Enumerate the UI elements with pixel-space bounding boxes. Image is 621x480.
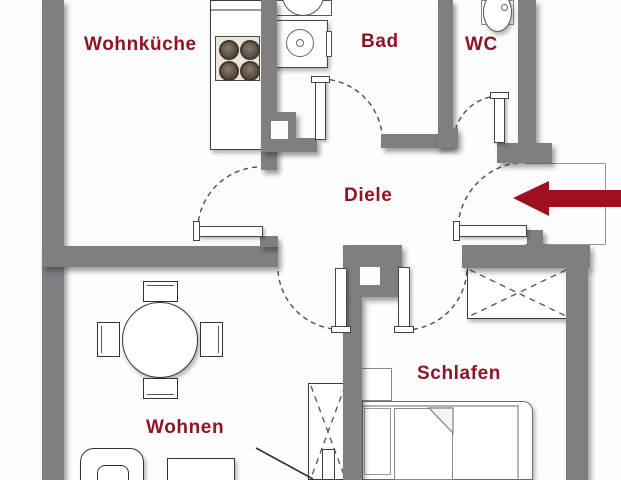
door-arc-wohnen	[277, 270, 335, 330]
door-arc-wohnkueche	[197, 166, 258, 225]
wall-segment	[42, 246, 278, 267]
wall-shaft-opening	[360, 267, 380, 285]
wall-segment	[497, 143, 552, 163]
stove-icon	[215, 36, 260, 81]
wall-segment	[343, 297, 362, 480]
door-arc-entrance	[457, 161, 526, 227]
dining-table	[122, 302, 198, 378]
door-arc-wc	[453, 95, 500, 139]
wall-jamb	[438, 128, 458, 148]
door-arc-schlafen	[403, 269, 468, 331]
wardrobe-x-line	[469, 269, 567, 317]
wall-jamb	[527, 230, 543, 247]
burner-icon	[240, 61, 260, 81]
chair	[97, 322, 120, 357]
wall-jamb	[260, 236, 278, 247]
room-label-schlafen: Schlafen	[417, 363, 501, 384]
door-hinge	[394, 326, 414, 333]
burner-icon	[240, 40, 260, 60]
wall-segment	[381, 134, 440, 148]
chair-backrest-line	[147, 394, 174, 395]
chair	[143, 378, 178, 399]
room-label-wohnen: Wohnen	[146, 417, 225, 438]
door-hinge	[331, 326, 351, 333]
door-hinge	[311, 76, 330, 83]
burner-icon	[219, 61, 239, 81]
room-label-bad: Bad	[361, 31, 399, 52]
door-leaf-wohnkueche	[198, 226, 263, 237]
chair-backrest-line	[218, 326, 219, 353]
door-leaf-wc	[494, 96, 505, 143]
door-hinge	[453, 221, 460, 241]
chair	[200, 322, 223, 357]
pillow-fold-icon	[427, 407, 454, 435]
wall-segment	[462, 245, 590, 268]
room-label-diele: Diele	[344, 185, 393, 206]
bedside-shelf	[364, 408, 391, 475]
washing-machine-door-icon	[296, 39, 304, 47]
counter-divider-line	[211, 9, 261, 11]
sofa-seat	[97, 465, 129, 480]
chair-backrest-line	[147, 285, 174, 286]
door-leaf-schlafen	[398, 267, 410, 330]
door-hinge	[193, 221, 200, 241]
wc-drain-icon	[501, 4, 508, 11]
wardrobe-x-line	[469, 269, 567, 317]
wall-shaft-opening	[271, 121, 288, 139]
room-label-wc: WC	[465, 34, 498, 55]
chair	[143, 281, 178, 302]
wall-segment	[261, 138, 317, 152]
wall-segment	[42, 0, 64, 480]
wall-segment	[566, 266, 588, 480]
room-label-wohnkueche: Wohnküche	[84, 34, 197, 55]
door-leaf-entrance	[458, 225, 527, 237]
lamp-line	[255, 447, 314, 480]
door-leaf-bad	[315, 79, 326, 140]
wall-segment	[518, 0, 536, 152]
washing-machine-knob-icon	[326, 31, 332, 57]
cabinet-x-line	[310, 385, 346, 479]
door-hinge	[490, 92, 509, 99]
burner-icon	[219, 40, 239, 60]
door-leaf-wohnen	[335, 268, 347, 330]
chair-backrest-line	[101, 326, 102, 353]
coffee-table	[167, 458, 235, 480]
wall-segment	[438, 0, 453, 148]
door-arc-bad	[320, 78, 383, 135]
